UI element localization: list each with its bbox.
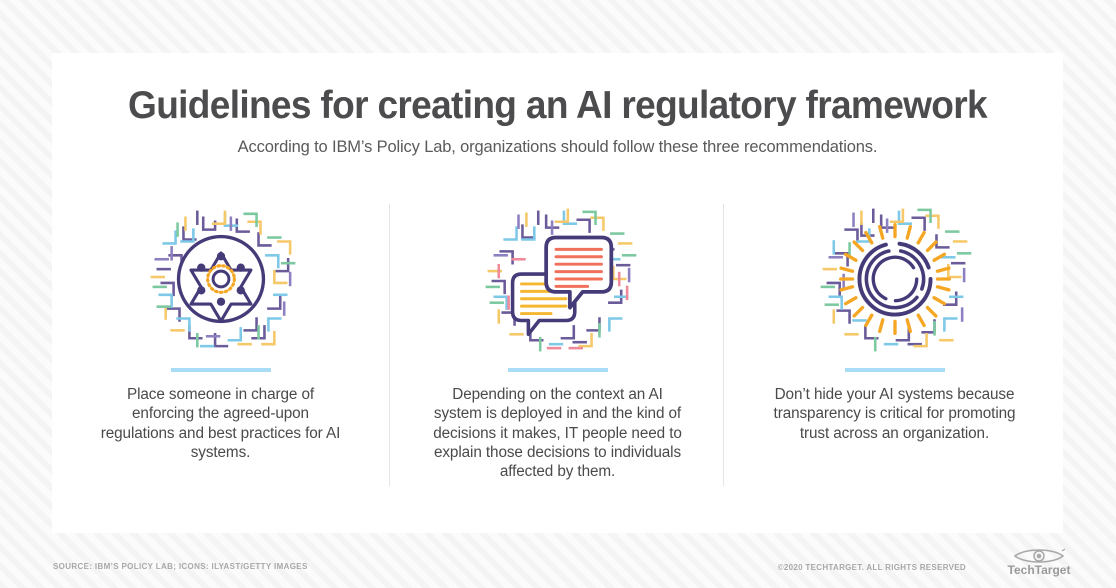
recommendation-text-2: Depending on the context an AI system is… (433, 386, 682, 481)
source-credit: SOURCE: IBM’S POLICY LAB; ICONS: ILYAST/… (53, 562, 308, 571)
accent-bar-2 (507, 368, 608, 372)
recommendation-column-3: Don’t hide your AI systems because trans… (726, 200, 1063, 490)
recommendation-column-1: Place someone in charge of enforcing the… (52, 200, 389, 490)
recommendations-row: Place someone in charge of enforcing the… (52, 200, 1063, 490)
recommendation-column-2: Depending on the context an AI system is… (389, 200, 726, 490)
sun-transparency-circuit-icon (816, 200, 974, 358)
techtarget-wordmark: TechTarget (1008, 563, 1071, 577)
speech-bubbles-circuit-icon (479, 200, 637, 358)
page-subtitle: According to IBM’s Policy Lab, organizat… (237, 138, 878, 156)
techtarget-logo: TechTarget (1006, 545, 1072, 579)
content-card: Guidelines for creating an AI regulatory… (52, 53, 1063, 533)
recommendation-text-3: Don’t hide your AI systems because trans… (773, 386, 1016, 442)
recommendation-text-1: Place someone in charge of enforcing the… (100, 386, 341, 461)
eye-icon (1013, 548, 1066, 563)
accent-bar-1 (170, 368, 271, 372)
accent-bar-3 (844, 368, 945, 372)
column-divider-1 (389, 204, 390, 486)
copyright-notice: ©2020 TECHTARGET. ALL RIGHTS RESERVED (777, 563, 966, 572)
column-divider-2 (723, 204, 724, 486)
page-title: Guidelines for creating an AI regulatory… (128, 84, 988, 127)
sheriff-badge-circuit-icon (142, 200, 300, 358)
